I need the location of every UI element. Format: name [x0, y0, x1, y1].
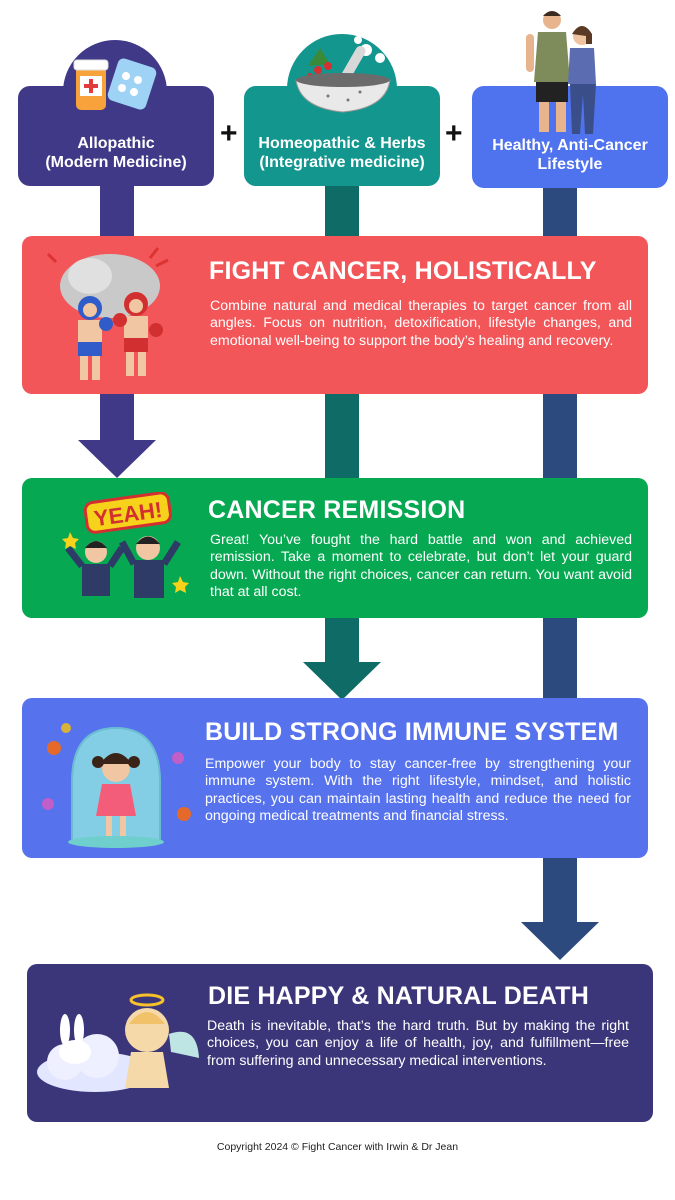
source-box-lifestyle: Healthy, Anti-Cancer Lifestyle	[472, 86, 668, 188]
arrow-head-allopathic	[78, 440, 156, 478]
stage-card-fight: FIGHT CANCER, HOLISTICALLY Combine natur…	[22, 236, 648, 394]
celebrating-men-icon: YEAH!	[62, 492, 189, 598]
stage-title: DIE HAPPY & NATURAL DEATH	[208, 982, 589, 1010]
fit-couple-icon	[526, 11, 596, 134]
pills-icon	[73, 58, 157, 110]
stage-body: Empower your body to stay cancer-free by…	[205, 756, 631, 825]
source-label-line1: Healthy, Anti-Cancer	[492, 137, 648, 154]
protected-girl-icon	[42, 723, 191, 848]
stage-card-remission: YEAH! CANCER REMISSION Great! You’ve fou…	[22, 478, 648, 618]
stage-body: Great! You’ve fought the hard battle and…	[210, 532, 632, 601]
arrow-head-lifestyle	[521, 922, 599, 960]
copyright-footer: Copyright 2024 © Fight Cancer with Irwin…	[216, 1141, 459, 1153]
stage-card-natural-death: DIE HAPPY & NATURAL DEATH Death is inevi…	[27, 964, 653, 1122]
stage-body: Combine natural and medical therapies to…	[210, 298, 632, 349]
source-label-line2: (Modern Medicine)	[45, 154, 187, 171]
source-label-line2: (Integrative medicine)	[259, 154, 425, 171]
plus-sign-1: +	[220, 117, 238, 150]
source-box-homeopathic: Homeopathic & Herbs (Integrative medicin…	[244, 86, 440, 186]
source-label-line1: Allopathic	[77, 135, 155, 152]
source-label-line2: Lifestyle	[537, 156, 603, 173]
stage-title: FIGHT CANCER, HOLISTICALLY	[209, 257, 597, 285]
plus-sign-2: +	[445, 117, 463, 150]
source-box-allopathic: Allopathic (Modern Medicine)	[18, 86, 214, 186]
mortar-herbs-icon	[295, 36, 391, 113]
stage-body: Death is inevitable, that’s the hard tru…	[207, 1018, 629, 1069]
stage-title: BUILD STRONG IMMUNE SYSTEM	[205, 718, 619, 746]
source-label-line1: Homeopathic & Herbs	[258, 135, 426, 152]
angel-cloud-icon	[37, 993, 199, 1092]
arrow-head-homeopathic	[303, 662, 381, 700]
boxing-fighters-icon	[46, 247, 169, 380]
stage-title: CANCER REMISSION	[208, 496, 466, 524]
stage-card-immune: BUILD STRONG IMMUNE SYSTEM Empower your …	[22, 698, 648, 858]
